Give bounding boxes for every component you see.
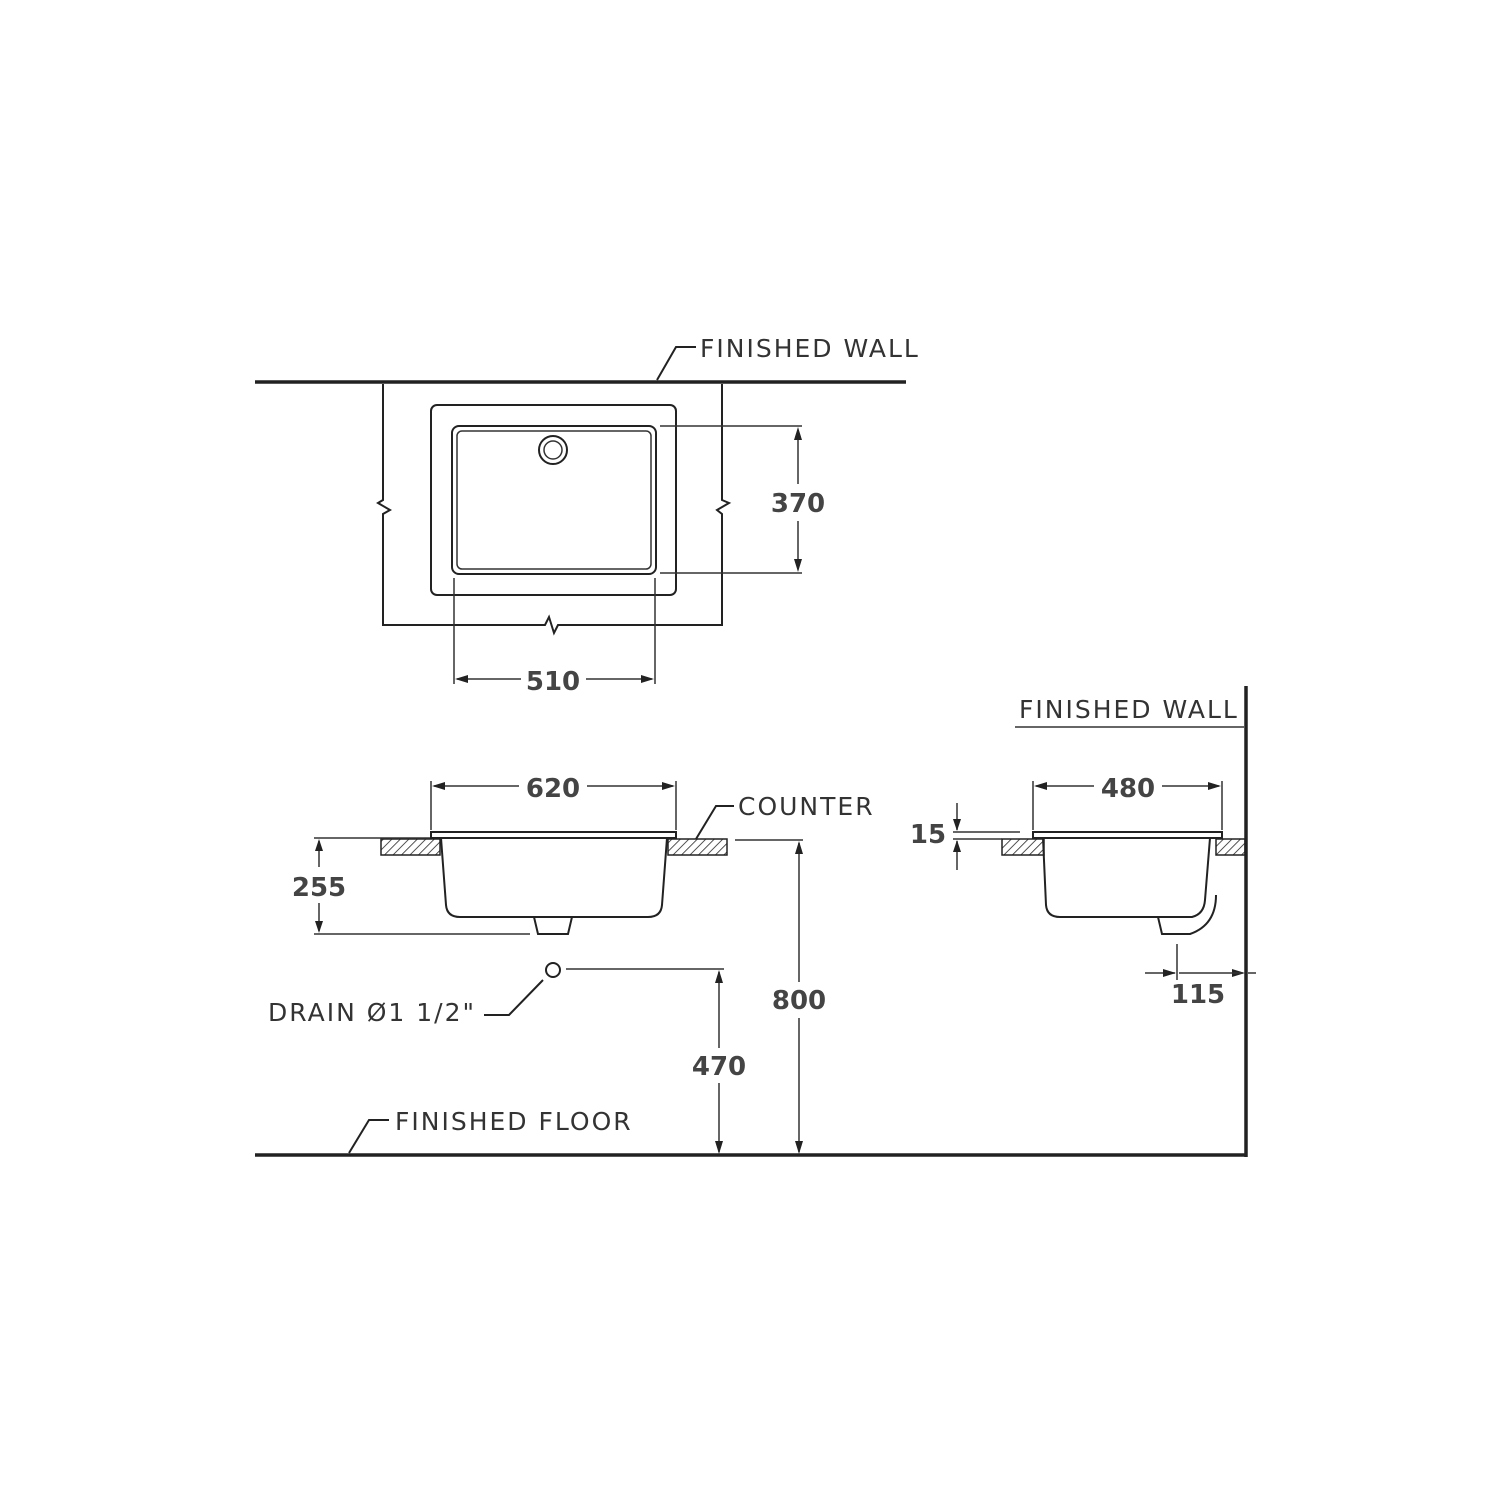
drain-spigot-front [533,916,573,935]
basin-rim-side [1032,831,1223,839]
drain-hole-inner-plan [543,440,563,460]
counter-slab-left [380,838,441,856]
dim-800-arrow-top [795,841,803,854]
dim-370-arrow-top [794,427,802,440]
dim-370-label: 370 [771,489,825,519]
dim-510-arrow-right [641,675,654,683]
plan-view: FINISHED WALL 370 510 [255,334,920,697]
counter-label: COUNTER [738,792,875,821]
dim-800-label: 800 [772,986,826,1016]
counter-leader [695,805,734,840]
dim-620-arrow-right [662,782,675,790]
side-elevation: FINISHED WALL 480 15 115 [910,686,1256,1157]
trap-side [1157,894,1217,935]
drain-pipe-circle [545,962,561,978]
dim-510-arrow-left [455,675,468,683]
basin-rim-front [430,831,677,839]
finished-wall-leader-top [656,346,696,381]
counter-outline-plan [376,384,732,636]
finished-wall-label-side: FINISHED WALL [1019,695,1239,724]
front-elevation: 620 COUNTER 255 DRAIN Ø1 1/2" 470 [255,774,1247,1157]
basin-bowl-inner-plan [456,430,652,570]
dim-620-arrow-left [432,782,445,790]
dim-370-arrow-bottom [794,559,802,572]
basin-bowl-side [1042,837,1211,918]
dim-470-arrow-top [715,970,723,983]
dim-470-arrow-bottom [715,1141,723,1154]
drain-leader [484,979,544,1016]
finished-wall-label-top: FINISHED WALL [700,334,920,363]
dim-480-label: 480 [1101,774,1155,804]
basin-bowl-front [440,837,668,918]
drain-hole-plan [538,435,568,465]
finished-floor-label: FINISHED FLOOR [395,1107,633,1136]
dim-15-arrow-top [953,819,961,831]
counter-slab-right [667,838,728,856]
basin-rim-plan [430,404,677,596]
dim-115-label: 115 [1171,980,1225,1010]
dim-620-label: 620 [526,774,580,804]
basin-bowl-outer-plan [451,425,657,575]
dim-800-arrow-bottom [795,1141,803,1154]
dim-255-arrow-bottom [315,921,323,933]
counter-slab-side-right [1215,838,1246,856]
dim-115-arrow-left [1163,969,1176,977]
dim-510-label: 510 [526,667,580,697]
dim-15-label: 15 [910,820,946,850]
dim-255-label: 255 [292,873,346,903]
dim-480-arrow-right [1208,782,1221,790]
counter-slab-side-left [1001,838,1045,856]
drain-label: DRAIN Ø1 1/2" [268,998,476,1027]
dim-480-arrow-left [1034,782,1047,790]
finished-floor-leader [348,1119,389,1154]
dim-15-arrow-bottom [953,840,961,852]
dim-255-arrow-top [315,839,323,851]
dim-470-label: 470 [692,1052,746,1082]
